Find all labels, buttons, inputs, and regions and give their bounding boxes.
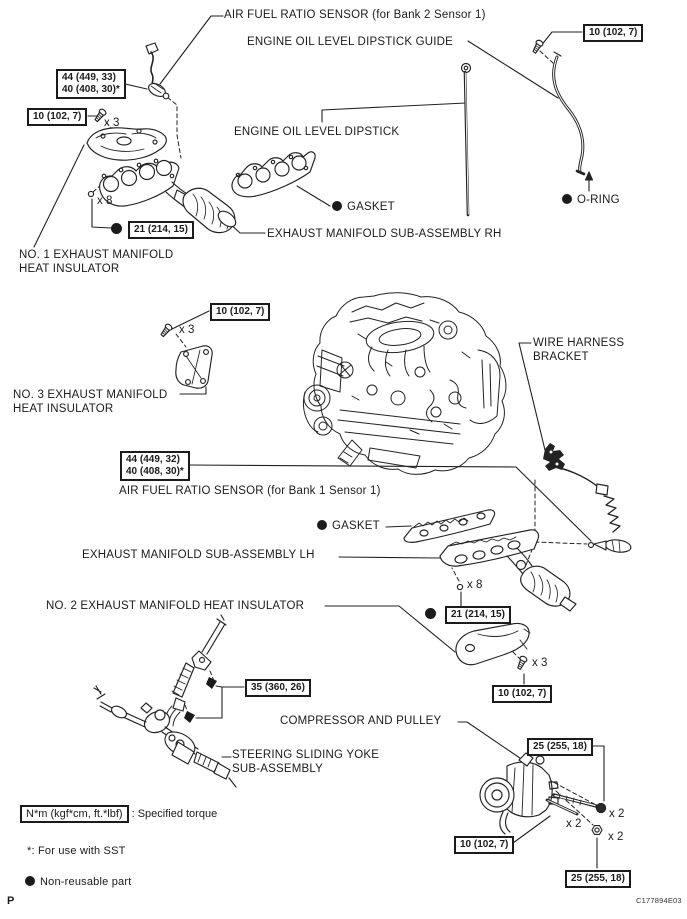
af-sensor-bank1-drawing [548,465,632,553]
non-reusable-dot-icon [25,876,35,886]
label-gasket-rh: GASKET [332,200,395,214]
torque-box-guide-bolt: 10 (102, 7) [583,24,644,42]
qty-x3-no2: x 3 [532,657,548,669]
torque-box-manifold-lh: 21 (214, 15) [445,606,511,624]
qty-x3-no1: x 3 [104,117,120,129]
torque-unit-box: N*m (kgf*cm, ft.*lbf) [20,805,129,823]
torque-box-compressor-stud: 10 (102, 7) [454,836,515,854]
no2-heat-insulator-drawing [455,622,531,666]
compressor-fasteners-drawing [545,793,607,835]
leader-lines [33,15,605,869]
gasket-lh-drawing [403,509,496,543]
label-no1-insulator: NO. 1 EXHAUST MANIFOLD HEAT INSULATOR [19,249,174,275]
qty-x2-bolt: x 2 [609,808,625,820]
label-dipstick-guide: ENGINE OIL LEVEL DIPSTICK GUIDE [247,36,454,48]
af-sensor-bank2-drawing [145,42,170,100]
label-manifold-lh: EXHAUST MANIFOLD SUB-ASSEMBLY LH [82,549,315,561]
qty-x8-lh: x 8 [467,579,483,591]
label-no2-insulator: NO. 2 EXHAUST MANIFOLD HEAT INSULATOR [46,600,305,612]
torque-box-no2-insulator: 10 (102, 7) [492,685,553,703]
exhaust-manifold-lh-drawing [439,529,577,612]
label-manifold-rh: EXHAUST MANIFOLD SUB-ASSEMBLY RH [267,228,502,240]
label-compressor: COMPRESSOR AND PULLEY [280,715,442,727]
torque-box-steering-yoke: 35 (360, 26) [245,679,311,697]
non-reusable-dot-icon [317,520,327,530]
label-steering-yoke: STEERING SLIDING YOKE SUB-ASSEMBLY [232,749,380,775]
compressor-drawing [479,752,559,835]
no1-heat-insulator-drawing [86,127,167,161]
torque-box-compressor-nut: 25 (255, 18) [565,870,631,888]
gasket-rh-drawing [231,151,316,198]
oil-dipstick-guide-drawing [552,51,586,176]
label-o-ring: O-RING [562,193,620,207]
engine-drawing [303,292,507,475]
label-gasket-lh: GASKET [317,519,380,533]
label-af-sensor-bank1: AIR FUEL RATIO SENSOR (for Bank 1 Sensor… [119,485,381,497]
torque-box-af-sensor-bank2: 44 (449, 33) 40 (408, 30)* [56,69,126,99]
steering-yoke-drawing [93,614,237,788]
figure-code: C177894E03 [636,896,682,905]
page-marker: P [7,895,15,907]
qty-x8-rh: x 8 [97,195,113,207]
non-reusable-dot-icon [332,201,342,211]
label-no3-insulator: NO. 3 EXHAUST MANIFOLD HEAT INSULATOR [13,389,168,415]
wire-harness-bracket-drawing [543,443,565,471]
label-dipstick: ENGINE OIL LEVEL DIPSTICK [234,126,400,138]
legend-sst-note: *: For use with SST [27,845,126,857]
legend-non-reusable: Non-reusable part [25,875,131,889]
torque-box-compressor-bolt: 25 (255, 18) [527,738,593,756]
non-reusable-dot-icon [562,194,572,204]
non-reusable-dot-icon [111,223,122,234]
qty-x3-no3: x 3 [179,324,195,336]
label-wire-harness-bracket: WIRE HARNESS BRACKET [533,337,625,363]
qty-x2-nut: x 2 [608,831,624,843]
torque-box-af-sensor-bank1: 44 (449, 32) 40 (408, 30)* [120,451,190,481]
torque-box-no3-insulator: 10 (102, 7) [210,303,271,321]
qty-x2-stud: x 2 [566,818,582,830]
label-af-sensor-bank2: AIR FUEL RATIO SENSOR (for Bank 2 Sensor… [224,9,486,21]
no3-heat-insulator-drawing [175,345,213,389]
exhaust-manifold-rh-drawing [87,158,237,234]
torque-box-manifold-rh: 21 (214, 15) [128,221,194,239]
legend-torque: N*m (kgf*cm, ft.*lbf) : Specified torque [20,805,217,823]
non-reusable-dot-icon [425,608,436,619]
torque-box-no1-insulator: 10 (102, 7) [27,108,88,126]
oil-dipstick-drawing [460,62,472,217]
